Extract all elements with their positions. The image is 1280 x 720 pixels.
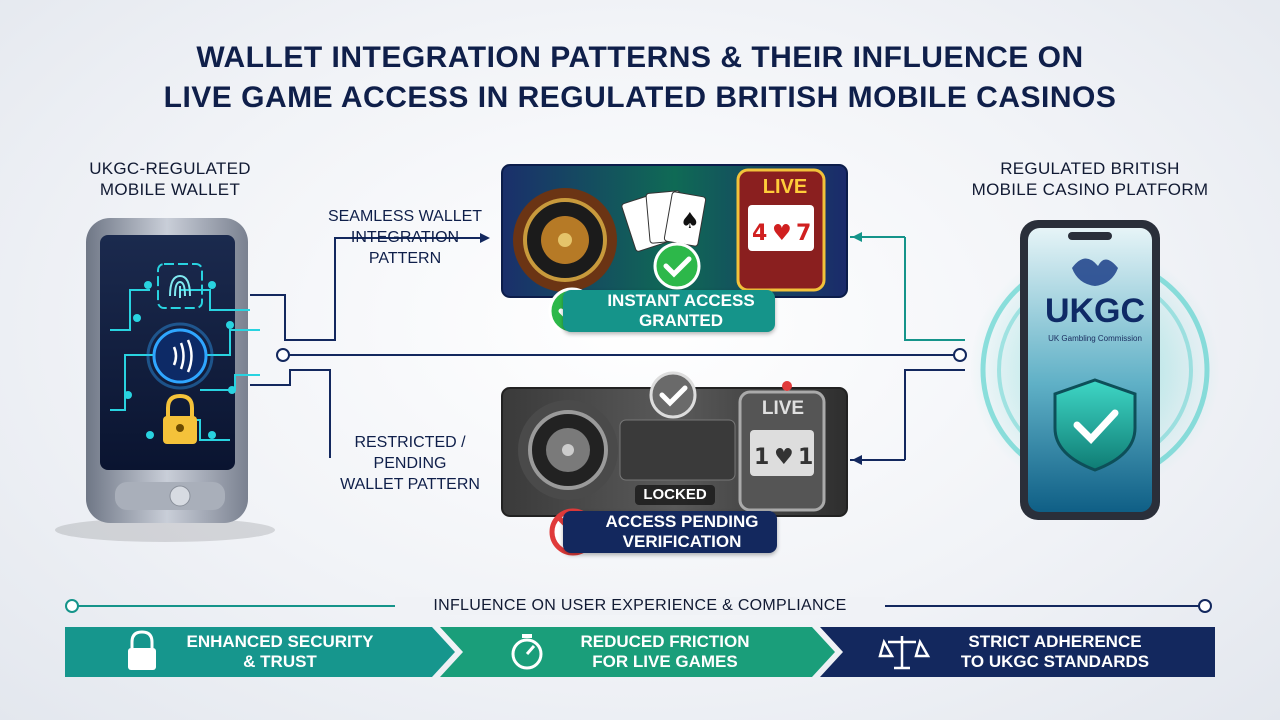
restricted-label-line-1: RESTRICTED /	[354, 434, 466, 451]
friction-line-1: REDUCED FRICTION	[580, 632, 750, 651]
slot-machine-icon: 4 ♥ 7	[736, 168, 826, 292]
card-table-icon	[619, 419, 736, 481]
live-sign: LIVE	[761, 398, 805, 419]
casino-top-connector	[904, 237, 965, 341]
arrow-left-icon	[852, 455, 862, 465]
svg-text:1: 1	[798, 445, 813, 470]
circuit-dots	[124, 281, 236, 439]
live-games-card-unlocked: ♠ 4 ♥ 7	[501, 164, 848, 335]
standards-line-2: TO UKGC STANDARDS	[960, 652, 1150, 671]
bar-segment-friction	[440, 627, 835, 677]
playing-cards-icon: ♠	[621, 190, 707, 252]
shield-check-icon	[1053, 378, 1137, 472]
padlock-icon	[128, 630, 156, 670]
arrow-right-icon	[480, 233, 490, 243]
standards-line-1: STRICT ADHERENCE	[968, 632, 1142, 651]
restricted-pattern-label: RESTRICTED / PENDING WALLET PATTERN	[320, 432, 500, 495]
influence-item-security: ENHANCED SECURITY & TRUST	[165, 632, 395, 672]
wallet-title-line-1: UKGC-REGULATED	[89, 159, 251, 178]
padlock-icon	[163, 393, 197, 444]
seamless-connector	[250, 237, 480, 341]
svg-text:4: 4	[752, 221, 767, 246]
wallet-node-title: UKGC-REGULATED MOBILE WALLET	[70, 158, 270, 200]
roulette-icon	[513, 188, 617, 292]
restricted-label-line-2: PENDING	[373, 455, 447, 472]
instant-badge-line-1: INSTANT ACCESS	[607, 291, 755, 310]
access-pending-badge: ACCESS PENDING VERIFICATION	[563, 511, 777, 553]
seamless-label-line-3: PATTERN	[368, 250, 442, 267]
bar-segment-standards	[820, 627, 1215, 677]
svg-text:♥: ♥	[772, 221, 792, 246]
fingerprint-icon	[157, 263, 203, 309]
check-circle-icon	[649, 371, 697, 419]
restricted-connector	[250, 369, 331, 458]
influence-heading: INFLUENCE ON USER EXPERIENCE & COMPLIANC…	[395, 597, 885, 615]
pending-badge-line-1: ACCESS PENDING	[605, 512, 759, 531]
restricted-label-line-3: WALLET PATTERN	[340, 476, 480, 493]
nfc-icon	[146, 322, 214, 390]
wallet-phone	[55, 218, 275, 542]
svg-text:7: 7	[796, 221, 811, 246]
seamless-label-line-2: INTEGRATION	[350, 229, 460, 246]
influence-item-friction: REDUCED FRICTION FOR LIVE GAMES	[555, 632, 775, 672]
check-circle-icon	[653, 242, 701, 290]
pending-badge-line-2: VERIFICATION	[622, 532, 742, 551]
alert-light-icon	[782, 381, 792, 391]
casino-bottom-connector	[904, 369, 965, 460]
locked-label: LOCKED	[635, 485, 715, 505]
svg-text:♠: ♠	[680, 209, 700, 234]
node-dot	[276, 348, 290, 362]
instant-badge-line-2: GRANTED	[638, 311, 724, 330]
casino-title-line-1: REGULATED BRITISH	[1000, 159, 1180, 178]
page-title: WALLET INTEGRATION PATTERNS & THEIR INFL…	[0, 38, 1280, 118]
casino-node-title: REGULATED BRITISH MOBILE CASINO PLATFORM	[930, 158, 1250, 200]
scales-icon	[878, 636, 931, 670]
live-games-card-locked: 1 ♥ 1	[501, 371, 848, 556]
security-line-1: ENHANCED SECURITY	[186, 632, 374, 651]
node-dot	[953, 348, 967, 362]
casino-title-line-2: MOBILE CASINO PLATFORM	[971, 180, 1209, 199]
bar-segment-security	[65, 627, 455, 677]
ukgc-crest-icon	[1072, 258, 1118, 286]
arrow-left-icon	[852, 232, 862, 242]
seamless-pattern-label: SEAMLESS WALLET INTEGRATION PATTERN	[325, 206, 485, 269]
influence-item-standards: STRICT ADHERENCE TO UKGC STANDARDS	[935, 632, 1175, 672]
live-sign: LIVE	[762, 176, 808, 198]
instant-access-badge: INSTANT ACCESS GRANTED	[563, 290, 775, 332]
svg-text:♥: ♥	[774, 445, 794, 470]
seamless-label-line-1: SEAMLESS WALLET	[327, 208, 483, 225]
title-line-2: LIVE GAME ACCESS IN REGULATED BRITISH MO…	[163, 81, 1117, 114]
security-line-2: & TRUST	[243, 652, 317, 671]
ukgc-logo-text: UKGC	[1044, 292, 1146, 330]
ukgc-logo-subtitle: UK Gambling Commission	[1048, 334, 1142, 343]
influence-bar	[65, 627, 1215, 677]
title-line-1: WALLET INTEGRATION PATTERNS & THEIR INFL…	[196, 41, 1084, 74]
casino-phone	[970, 220, 1220, 520]
slot-machine-icon: 1 ♥ 1	[738, 390, 826, 512]
wallet-title-line-2: MOBILE WALLET	[99, 180, 241, 199]
svg-text:1: 1	[754, 445, 769, 470]
friction-line-2: FOR LIVE GAMES	[592, 652, 738, 671]
roulette-icon	[518, 400, 618, 500]
stopwatch-icon	[511, 634, 543, 670]
